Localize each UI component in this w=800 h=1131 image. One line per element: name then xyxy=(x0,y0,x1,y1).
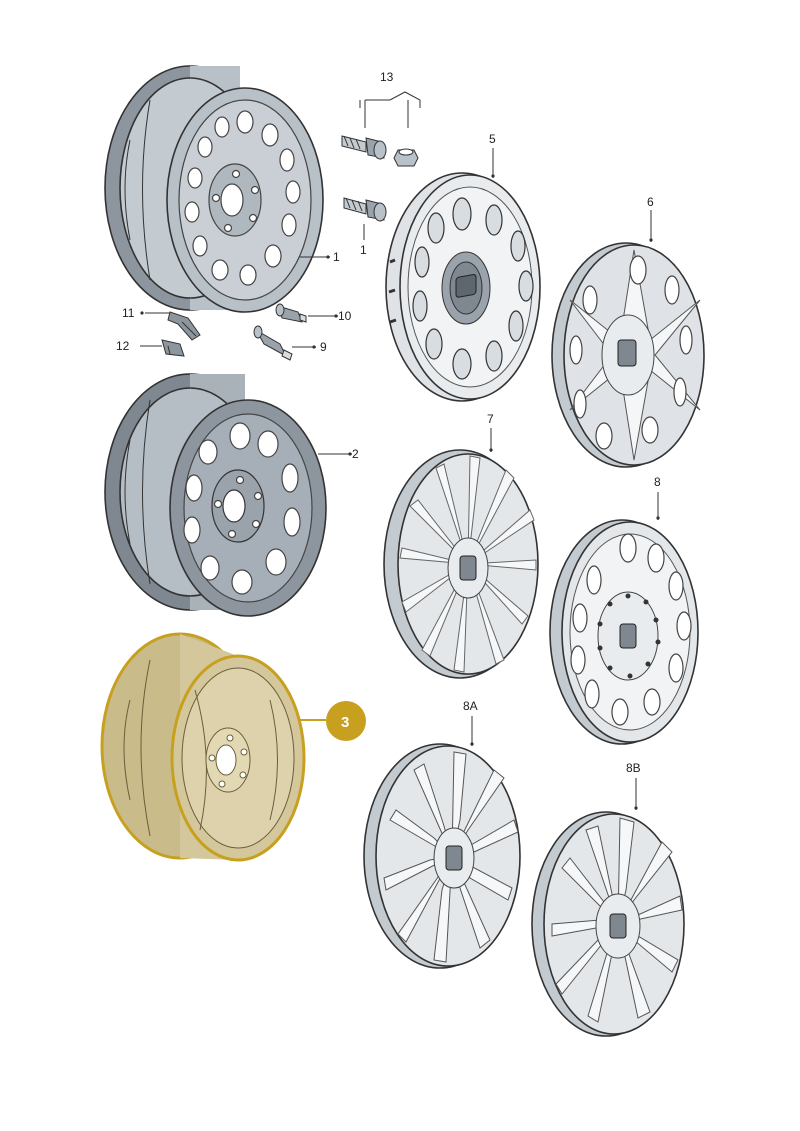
hubcap-8b[interactable] xyxy=(531,811,685,1037)
label-1-bolt: 1 xyxy=(360,243,367,257)
hubcap-8[interactable] xyxy=(549,519,699,745)
tire-valve-10[interactable] xyxy=(275,303,307,323)
steel-wheel-1[interactable] xyxy=(104,65,324,313)
label-8a: 8A xyxy=(463,699,478,713)
label-1: 1 xyxy=(333,250,340,264)
wheel-bolt-group[interactable] xyxy=(341,135,419,222)
steel-wheel-2[interactable] xyxy=(104,373,327,617)
label-3: 3 xyxy=(341,714,349,731)
label-10: 10 xyxy=(338,309,352,323)
label-2: 2 xyxy=(352,447,359,461)
label-5: 5 xyxy=(489,132,496,146)
balance-weight-11[interactable] xyxy=(167,311,201,341)
label-13: 13 xyxy=(380,70,394,84)
hubcap-7[interactable] xyxy=(383,449,539,679)
wheel-bolt-lower xyxy=(343,197,387,222)
balance-weight-12[interactable] xyxy=(161,339,185,357)
label-12: 12 xyxy=(116,339,130,353)
hubcap-6[interactable] xyxy=(551,242,705,468)
hubcap-5[interactable] xyxy=(385,172,541,402)
label-8b: 8B xyxy=(626,761,641,775)
wheel-nut xyxy=(393,148,419,167)
tire-valve-9[interactable] xyxy=(253,325,293,361)
label-8: 8 xyxy=(654,475,661,489)
wheel-bolt-upper xyxy=(341,135,387,160)
label-11: 11 xyxy=(122,306,135,320)
label-9: 9 xyxy=(320,340,327,354)
steel-wheel-3-highlighted[interactable] xyxy=(100,632,306,862)
label-7: 7 xyxy=(487,412,494,426)
hubcap-8a[interactable] xyxy=(363,743,521,969)
label-6: 6 xyxy=(647,195,654,209)
label-3-badge[interactable]: 3 xyxy=(326,701,366,741)
